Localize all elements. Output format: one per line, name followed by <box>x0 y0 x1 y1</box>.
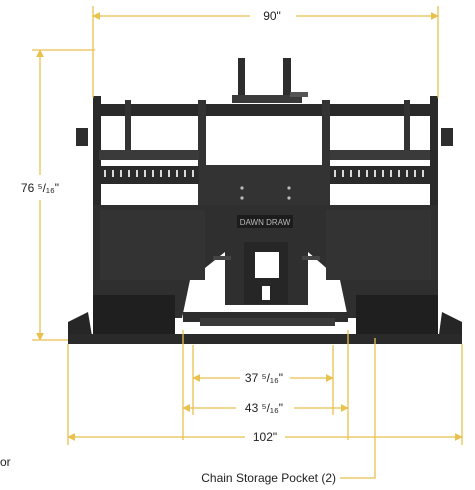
dimension-height: 76 ⁵/₁₆" <box>21 181 59 195</box>
dimension-lines <box>32 6 463 479</box>
dimension-inner-span: 37 ⁵/₁₆" <box>245 371 283 385</box>
dimension-overall-width: 102" <box>253 430 277 444</box>
left-fragment-text: or <box>0 455 11 469</box>
dimension-middle-span: 43 ⁵/₁₆" <box>245 401 283 415</box>
attachment-illustration <box>68 58 462 344</box>
dimension-top-width: 90" <box>263 9 281 23</box>
chain-storage-pocket-label: Chain Storage Pocket (2) <box>201 471 336 485</box>
brand-plate-text: DAWN DRAW <box>240 218 291 227</box>
